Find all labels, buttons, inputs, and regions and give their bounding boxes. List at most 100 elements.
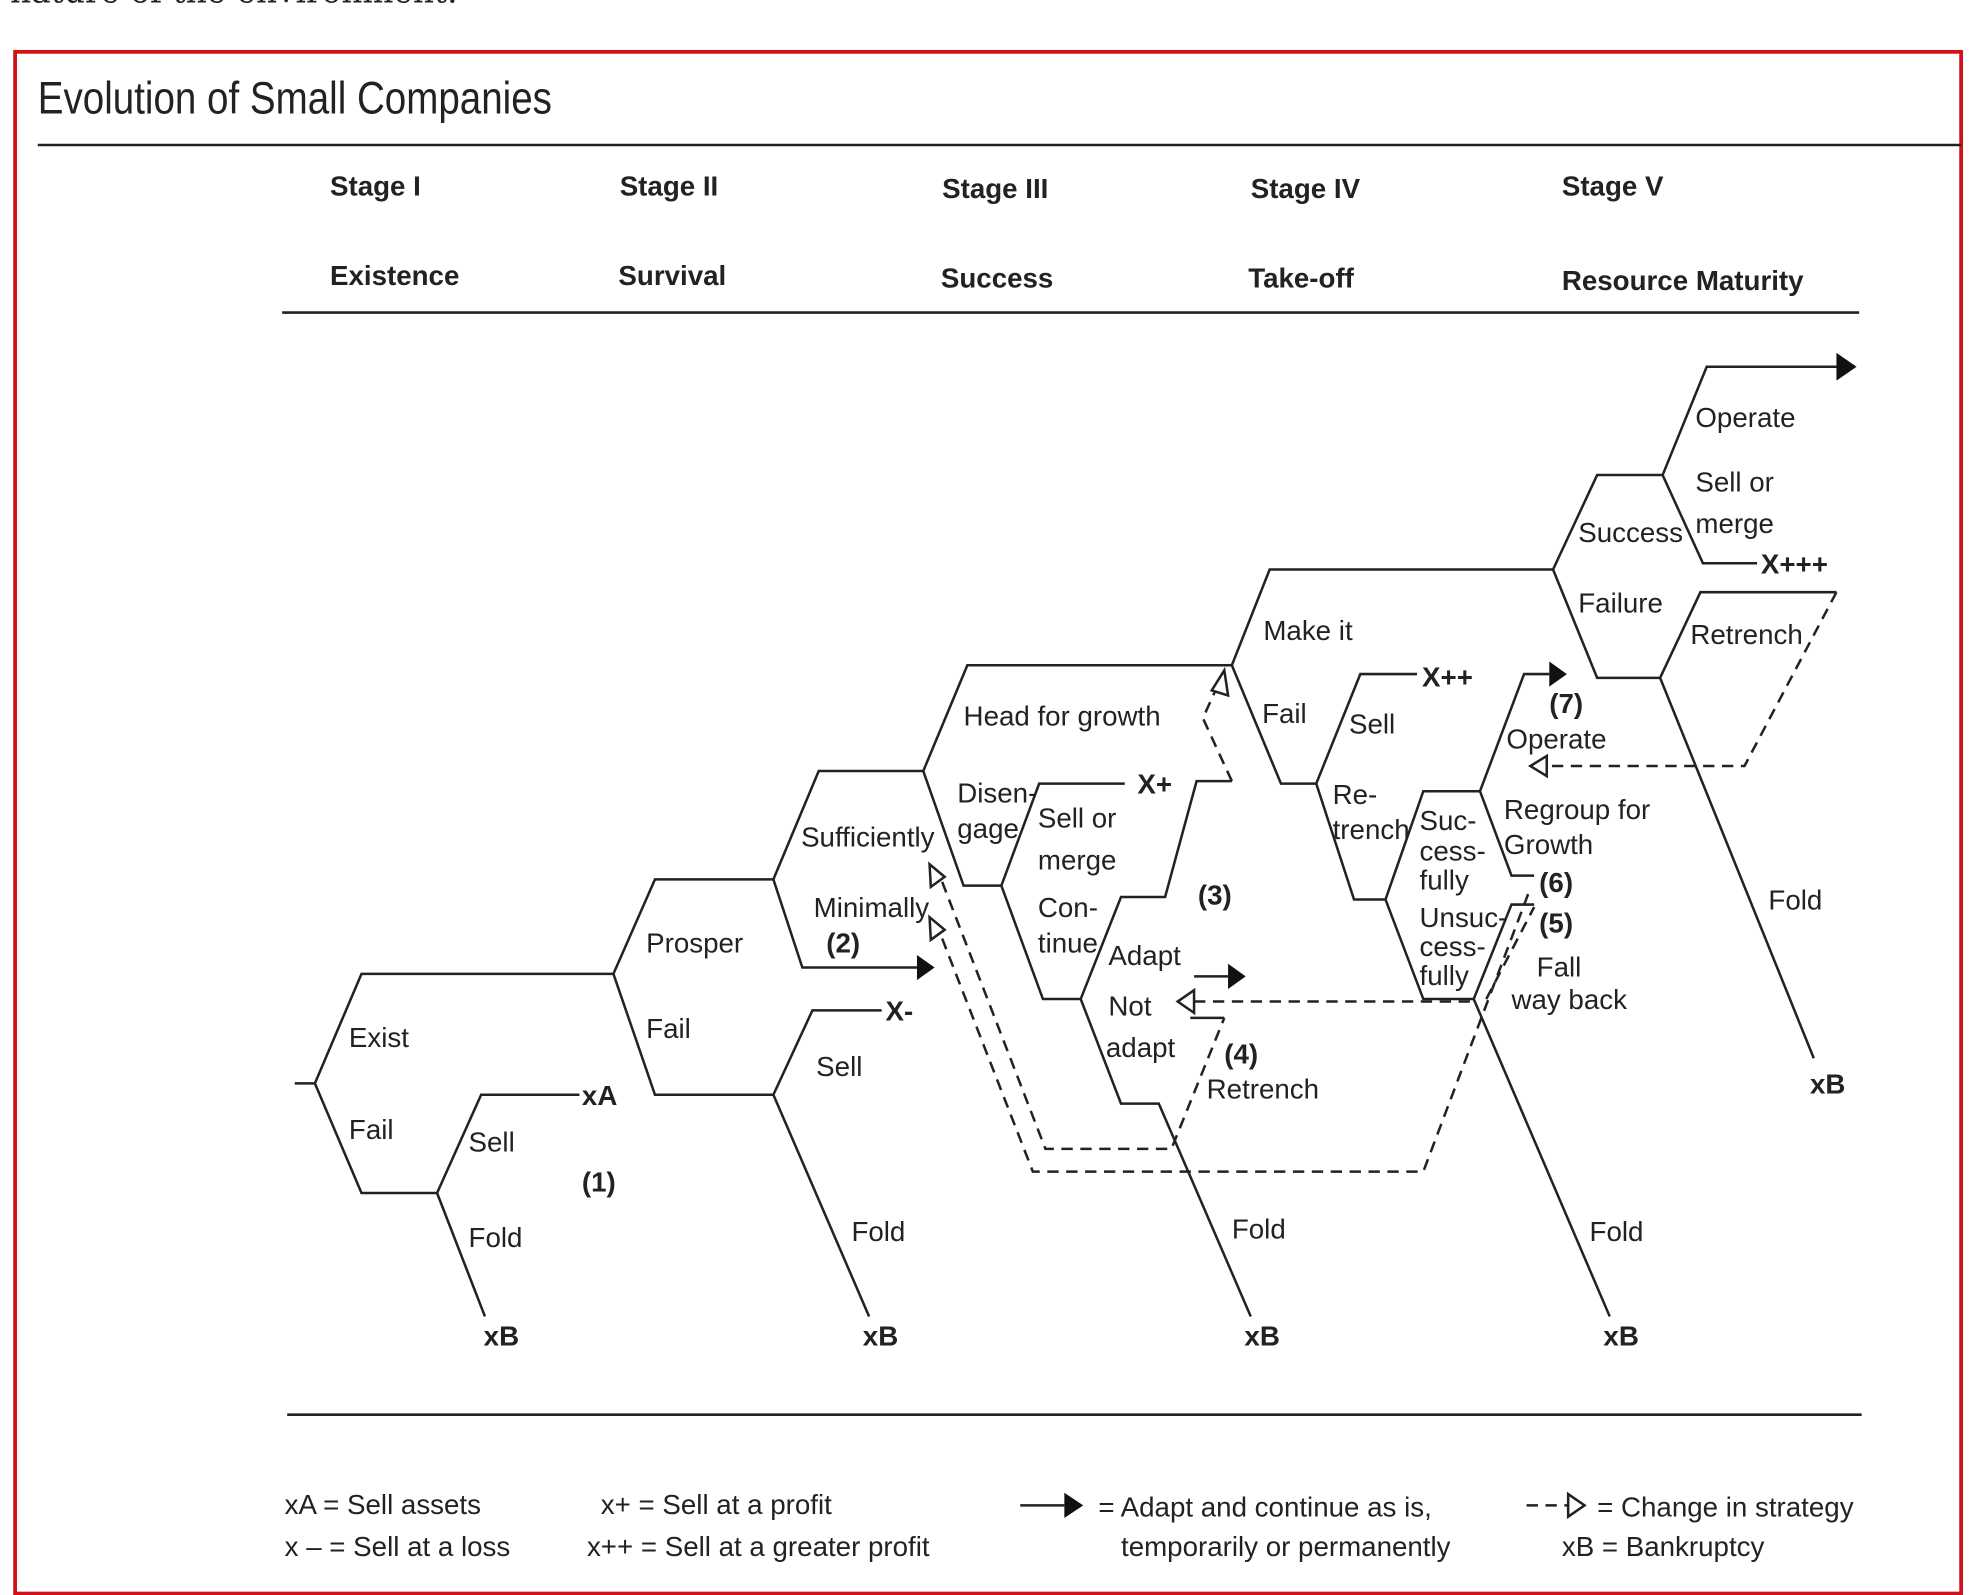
label-make-it: Make it	[1263, 615, 1353, 646]
label-unsuccessfully: cess-	[1420, 931, 1486, 962]
label-sell-or-merge: merge	[1695, 508, 1774, 539]
paths	[294, 352, 1857, 1317]
legend-dashed-arrow-icon	[1566, 1491, 1587, 1520]
label-fold: Fold	[469, 1222, 523, 1253]
label-sell-or-merge: Sell or	[1695, 466, 1774, 497]
label-retrench: Retrench	[1690, 619, 1802, 650]
title: Evolution of Small Companies	[38, 73, 552, 124]
label-7: (7)	[1549, 688, 1583, 719]
label-not-adapt: adapt	[1106, 1032, 1176, 1063]
label-sell-or-merge: merge	[1038, 844, 1117, 875]
label-sell: Sell	[1349, 708, 1395, 739]
label-continue: tinue	[1038, 927, 1098, 958]
stage-headers: Stage I Stage II Stage III Stage IV Stag…	[330, 170, 1804, 295]
legend: xA = Sell assets x – = Sell at a loss x+…	[285, 1489, 1854, 1562]
diagram-labels: Exist Fail Sell Fold xA (1) xB Prosper F…	[349, 402, 1846, 1351]
frame	[13, 49, 1964, 1595]
legend-xa: xA = Sell assets	[285, 1489, 481, 1520]
label-prosper: Prosper	[646, 927, 743, 958]
label-failure: Failure	[1578, 587, 1663, 618]
label-disengage: Disen-	[957, 778, 1037, 809]
label-sufficiently: Sufficiently	[801, 822, 935, 853]
label-regroup: Regroup for	[1504, 794, 1650, 825]
stage-3: Stage III	[942, 173, 1048, 204]
label-successfully: cess-	[1420, 835, 1486, 866]
stage-3-name: Success	[941, 262, 1053, 293]
label-xa: xA	[582, 1080, 617, 1111]
page-top-text: nature of the environment.	[10, 0, 457, 11]
open-arrow-icon	[1527, 753, 1549, 779]
label-operate: Operate	[1695, 402, 1795, 433]
arrow-icon	[916, 954, 935, 981]
label-fail: Fail	[349, 1114, 394, 1145]
label-continue: Con-	[1038, 892, 1098, 923]
stage-5-name: Resource Maturity	[1562, 265, 1804, 296]
label-4: (4)	[1224, 1038, 1258, 1069]
stage-2: Stage II	[620, 170, 719, 201]
stage-1: Stage I	[330, 170, 421, 201]
label-unsuccessfully: Unsuc-	[1420, 902, 1508, 933]
label-1: (1)	[582, 1167, 616, 1198]
legend-dashed-text: = Change in strategy	[1597, 1492, 1854, 1523]
label-x-plus-plus-plus: X+++	[1761, 548, 1828, 579]
label-disengage: gage	[957, 813, 1019, 844]
legend-x-plus-plus: x++ = Sell at a greater profit	[587, 1531, 930, 1562]
label-xb: xB	[1810, 1068, 1845, 1099]
stage-4-name: Take-off	[1248, 262, 1354, 293]
label-successfully: Suc-	[1420, 805, 1477, 836]
label-successfully: fully	[1420, 864, 1469, 895]
label-6: (6)	[1539, 867, 1573, 898]
label-sell: Sell	[469, 1126, 515, 1157]
label-fall-way-back: Fall	[1537, 951, 1582, 982]
label-regroup: Growth	[1504, 829, 1593, 860]
label-retrench: Re-	[1333, 779, 1378, 810]
legend-arrow-text: temporarily or permanently	[1121, 1531, 1451, 1562]
stage-2-name: Survival	[618, 260, 726, 291]
open-arrow-icon	[928, 861, 947, 890]
label-x-minus: X-	[885, 995, 913, 1026]
label-2: (2)	[826, 927, 860, 958]
label-operate: Operate	[1506, 723, 1606, 754]
arrow-icon	[1549, 661, 1567, 687]
label-xb: xB	[1603, 1320, 1638, 1351]
label-xb: xB	[1244, 1320, 1279, 1351]
label-head-for-growth: Head for growth	[964, 701, 1161, 732]
label-x-plus-plus: X++	[1422, 662, 1473, 693]
label-xb: xB	[484, 1320, 519, 1351]
open-arrow-icon	[928, 914, 947, 943]
stage-4: Stage IV	[1251, 173, 1361, 204]
label-retrench: Retrench	[1207, 1074, 1319, 1105]
arrow-icon	[1836, 352, 1857, 381]
label-3: (3)	[1198, 880, 1232, 911]
open-arrow-icon	[1209, 666, 1230, 698]
legend-x-plus: x+ = Sell at a profit	[601, 1489, 832, 1520]
label-sell: Sell	[816, 1051, 862, 1082]
label-fold: Fold	[1590, 1216, 1644, 1247]
label-fall-way-back: way back	[1510, 984, 1627, 1015]
arrow-icon	[1228, 963, 1246, 989]
legend-xb: xB = Bankruptcy	[1562, 1531, 1765, 1562]
label-retrench: trench	[1333, 814, 1410, 845]
label-5: (5)	[1539, 907, 1573, 938]
label-xb: xB	[863, 1320, 898, 1351]
legend-arrow-icon	[1064, 1492, 1084, 1518]
label-x-plus: X+	[1137, 769, 1172, 800]
label-fold: Fold	[1232, 1213, 1286, 1244]
label-unsuccessfully: fully	[1420, 960, 1469, 991]
legend-arrow-text: = Adapt and continue as is,	[1098, 1492, 1431, 1523]
stage-1-name: Existence	[330, 260, 459, 291]
label-fold: Fold	[851, 1216, 905, 1247]
label-not-adapt: Not	[1108, 990, 1151, 1021]
label-success: Success	[1578, 517, 1683, 548]
label-exist: Exist	[349, 1022, 409, 1053]
label-sell-or-merge: Sell or	[1038, 803, 1117, 834]
label-fail: Fail	[646, 1013, 691, 1044]
label-fail: Fail	[1262, 698, 1307, 729]
legend-x-minus: x – = Sell at a loss	[285, 1531, 511, 1562]
stage-5: Stage V	[1562, 170, 1664, 201]
label-adapt: Adapt	[1108, 940, 1181, 971]
open-arrow-icon	[1175, 987, 1196, 1016]
label-minimally: Minimally	[814, 892, 930, 923]
